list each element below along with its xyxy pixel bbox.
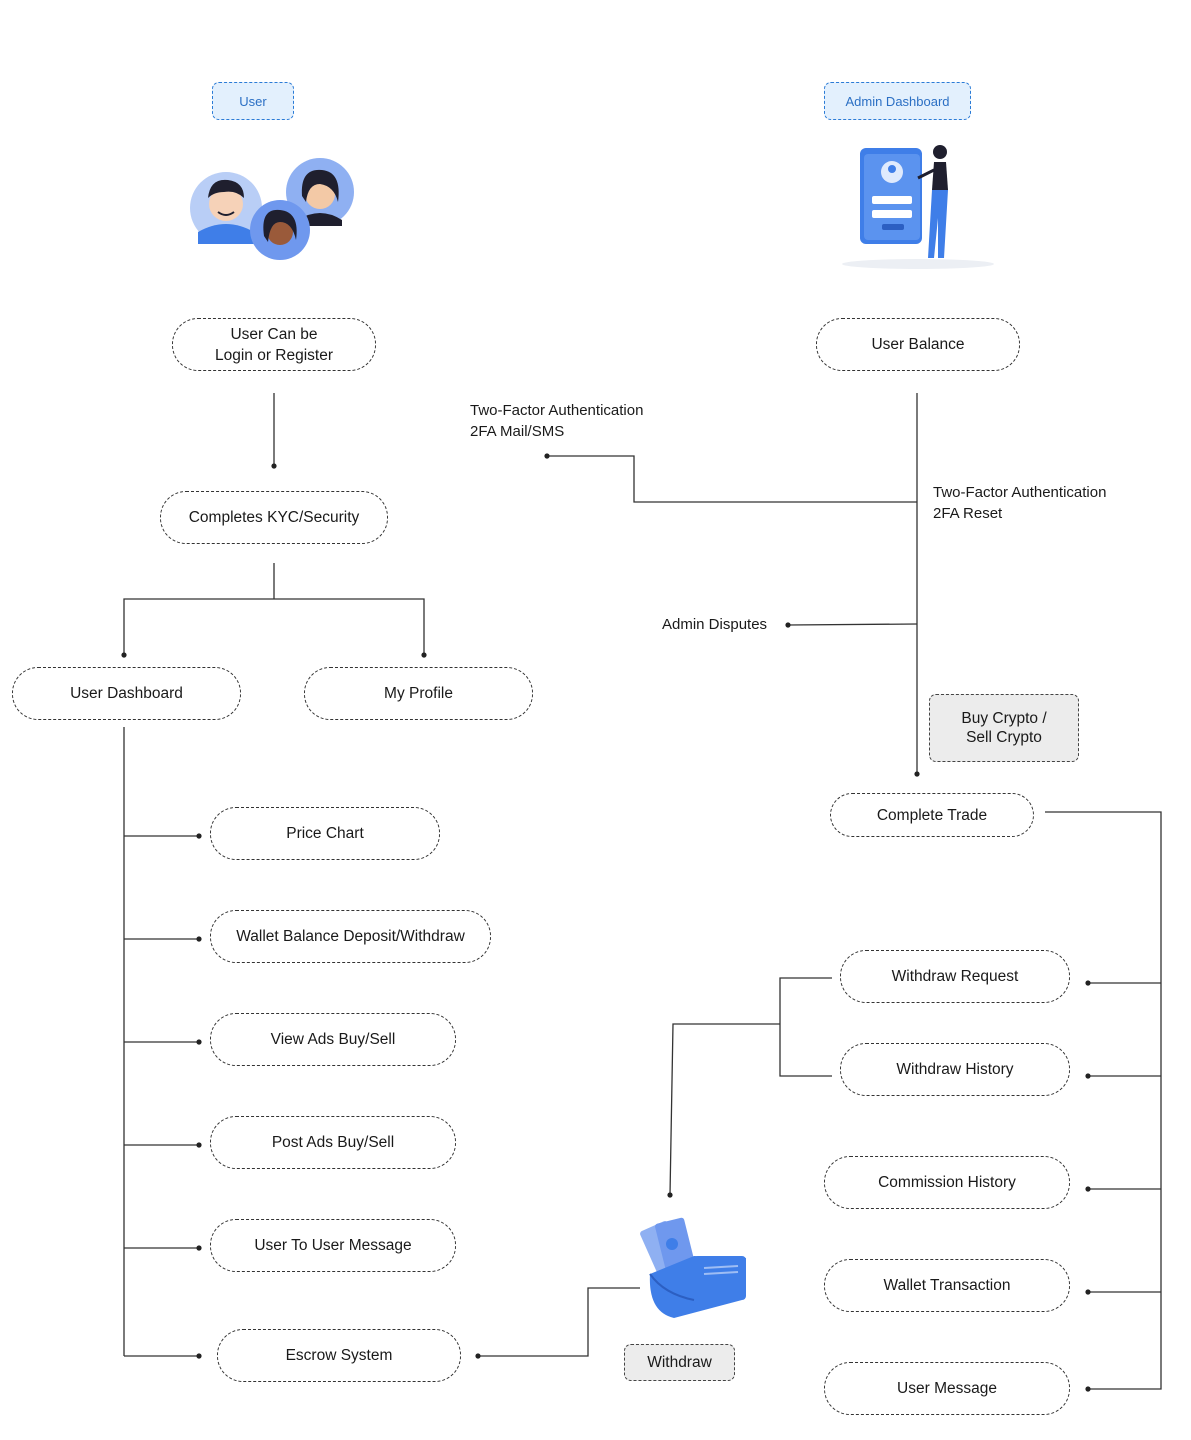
twofa-reset-line2: 2FA Reset [933, 505, 1003, 522]
user-dashboard-node: User Dashboard [12, 667, 241, 720]
withdraw-request-node: Withdraw Request [840, 950, 1070, 1003]
escrow-system-node: Escrow System [217, 1329, 461, 1382]
commission-history-node: Commission History [824, 1156, 1070, 1209]
view-ads-node: View Ads Buy/Sell [210, 1013, 456, 1066]
withdraw-history-node: Withdraw History [840, 1043, 1070, 1096]
my-profile-node: My Profile [304, 667, 533, 720]
admin-login-illustration [842, 145, 994, 269]
users-group-illustration [190, 158, 354, 260]
twofa-reset-line1: Two-Factor Authentication [933, 484, 1107, 501]
wallet-icon [640, 1217, 746, 1318]
login-register-line1: User Can be [230, 325, 318, 343]
admin-disputes-label: Admin Disputes [662, 616, 768, 633]
user-message-node: User Message [824, 1362, 1070, 1415]
user-header-tag: User [212, 82, 294, 120]
wallet-transaction-node: Wallet Transaction [824, 1259, 1070, 1312]
sell-crypto-line: Sell Crypto [966, 728, 1042, 746]
twofa-mail-sms-label: Two-Factor Authentication 2FA Mail/SMS [470, 400, 643, 442]
login-register-line2: Login or Register [214, 346, 334, 364]
twofa-mail-line2: 2FA Mail/SMS [470, 423, 565, 440]
admin-dashboard-header-tag: Admin Dashboard [824, 82, 971, 120]
buy-sell-crypto-box: Buy Crypto / Sell Crypto [929, 694, 1079, 762]
user-balance-node: User Balance [816, 318, 1020, 371]
wallet-balance-node: Wallet Balance Deposit/Withdraw [210, 910, 491, 963]
post-ads-node: Post Ads Buy/Sell [210, 1116, 456, 1169]
twofa-mail-line1: Two-Factor Authentication [470, 402, 644, 419]
login-register-node: User Can be Login or Register [172, 318, 376, 371]
kyc-security-node: Completes KYC/Security [160, 491, 388, 544]
complete-trade-node: Complete Trade [830, 793, 1034, 837]
price-chart-node: Price Chart [210, 807, 440, 860]
buy-crypto-line: Buy Crypto / [961, 709, 1047, 727]
twofa-reset-label: Two-Factor Authentication 2FA Reset [933, 482, 1106, 524]
user-to-user-message-node: User To User Message [210, 1219, 456, 1272]
withdraw-label-box: Withdraw [624, 1344, 735, 1381]
